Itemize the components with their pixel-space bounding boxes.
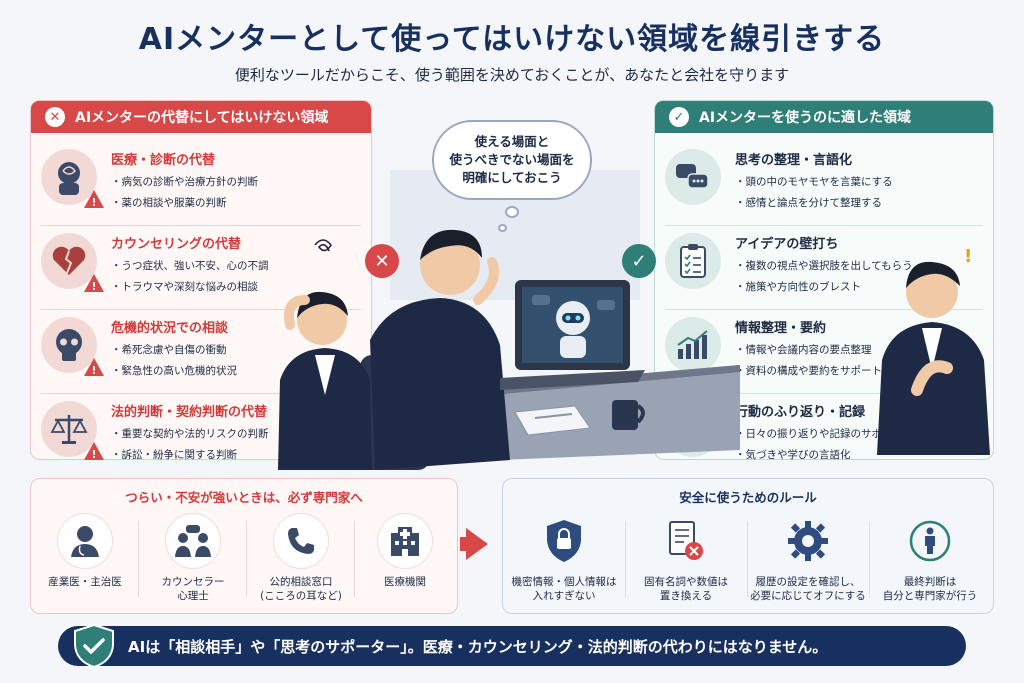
x-mark-icon: ✕: [365, 244, 399, 278]
shield-lock-icon: [536, 513, 592, 569]
clipboard-checklist-icon: [665, 233, 721, 289]
item-line: 情報や会議内容の要点整理: [735, 342, 882, 357]
svg-text:!: !: [91, 364, 96, 377]
item-line: 訴訟・紛争に関する判断: [111, 447, 269, 462]
expert-label: 医療機関: [384, 576, 426, 588]
rule-label: 最終判断は 自分と専門家が行う: [882, 576, 978, 603]
bubble-tail-dot: [498, 224, 507, 232]
item-line: 複数の視点や選択肢を出してもらう: [735, 258, 913, 273]
speech-bubbles-icon: [665, 149, 721, 205]
bubble-line: 使える場面と: [474, 133, 550, 149]
item-title: カウンセリングの代替: [111, 237, 242, 252]
experts-box: つらい・不安が強いときは、必ず専門家へ 産業医・主治医 カウンセラー 心理士 公…: [30, 478, 458, 614]
item-title: 危機的状況での相談: [111, 321, 229, 336]
prohibited-item-legal: ! 法的判断・契約判断の代替 重要な契約や法的リスクの判断 訴訟・紛争に関する判…: [31, 397, 371, 477]
prohibited-item-counseling: ! カウンセリングの代替 うつ症状、強い不安、心の不調 トラウマや深刻な悩みの相…: [31, 229, 371, 309]
item-line: 気づきや学びの言語化: [735, 447, 903, 462]
item-line: トラウマや深刻な悩みの相談: [111, 279, 269, 294]
page-title: AIメンターとして使ってはいけない領域を線引きする: [138, 22, 886, 57]
gear-icon: [780, 513, 836, 569]
prohibited-areas-panel: ✕ AIメンターの代替にしてはいけない領域 ! 医療・診断の代替 病気の診断や治…: [30, 100, 372, 461]
item-line: 希死念慮や自傷の衝動: [111, 342, 237, 357]
check-mark-icon: ✓: [622, 244, 656, 278]
expert-hotline: 公的相談窓口 (こころの耳など): [249, 513, 353, 607]
item-title: 法的判断・契約判断の代替: [111, 405, 268, 420]
bubble-tail-dot: [505, 206, 519, 218]
item-line: 緊急性の高い危機的状況: [111, 363, 238, 378]
experts-title: つらい・不安が強いときは、必ず専門家へ: [125, 490, 363, 505]
rule-label: 機密情報・個人情報は 入れすぎない: [511, 576, 617, 603]
suitable-panel-title: AIメンターを使うのに適した領域: [699, 110, 912, 126]
person-icon: [902, 513, 958, 569]
page-subtitle: 便利なツールだからこそ、使う範囲を決めておくことが、あなたと会社を守ります: [234, 66, 790, 84]
shield-check-icon: [74, 623, 114, 669]
warning-icon: !: [84, 274, 104, 293]
prohibited-item-crisis: ! 危機的状況での相談 希死念慮や自傷の衝動 緊急性の高い危機的状況: [31, 313, 371, 393]
phone-icon: [273, 513, 329, 569]
growth-chart-icon: [665, 317, 721, 373]
arrow-tail: [460, 537, 468, 551]
skull-icon: !: [41, 317, 104, 377]
speech-bubble: 使える場面と 使うべきでない場面を 明確にしておこう: [432, 120, 592, 200]
item-title: 思考の整理・言語化: [735, 153, 853, 168]
item-title: 医療・診断の代替: [111, 153, 216, 168]
item-line: 日々の振り返りや記録のサポート: [735, 426, 904, 441]
footer-banner: AIは「相談相手」や「思考のサポーター」。医療・カウンセリング・法的判断の代わり…: [58, 626, 966, 666]
check-icon: ✓: [669, 107, 689, 127]
item-line: 薬の相談や服薬の判断: [111, 195, 258, 210]
brain-head-icon: !: [41, 149, 104, 209]
counselor-icon: [165, 513, 221, 569]
suitable-item-thinking: 思考の整理・言語化 頭の中のモヤモヤを言葉にする 感情と論点を分けて整理する: [655, 145, 993, 225]
prohibited-item-medical: ! 医療・診断の代替 病気の診断や治療方針の判断 薬の相談や服薬の判断: [31, 145, 371, 225]
footer-text: AIは「相談相手」や「思考のサポーター」。医療・カウンセリング・法的判断の代わり…: [128, 637, 828, 656]
item-title: 情報整理・要約: [735, 321, 827, 336]
x-icon: ✕: [45, 107, 65, 127]
document-x-icon: [658, 513, 714, 569]
scales-icon: !: [41, 401, 104, 461]
expert-doctor: 産業医・主治医: [33, 513, 137, 607]
item-title: 行動のふり返り・記録: [735, 405, 866, 420]
expert-label: カウンセラー 心理士: [161, 576, 225, 603]
warning-icon: !: [84, 358, 104, 377]
broken-heart-icon: !: [41, 233, 104, 293]
prohibited-panel-header: ✕ AIメンターの代替にしてはいけない領域: [31, 101, 371, 133]
svg-text:!: !: [91, 280, 96, 293]
rule-replace: 固有名詞や数値は 置き換える: [627, 513, 745, 607]
confident-man-illustration: !: [877, 246, 990, 455]
item-line: 感情と論点を分けて整理する: [735, 195, 893, 210]
warning-icon: !: [84, 190, 104, 209]
bubble-line: 使うべきでない場面を: [449, 151, 575, 167]
item-line: 資料の構成や要約をサポート: [735, 363, 883, 378]
warning-icon: !: [84, 442, 104, 461]
rule-final-decision: 最終判断は 自分と専門家が行う: [871, 513, 989, 607]
rule-confidential: 機密情報・個人情報は 入れすぎない: [505, 513, 623, 607]
rules-title: 安全に使うためのルール: [679, 490, 817, 505]
item-line: うつ症状、強い不安、心の不調: [111, 258, 269, 273]
bubble-line: 明確にしておこう: [462, 170, 562, 186]
doctor-icon: [57, 513, 113, 569]
rule-label: 履歴の設定を確認し、 必要に応じてオフにする: [750, 576, 866, 603]
safety-rules-box: 安全に使うためのルール 機密情報・個人情報は 入れすぎない 固有名詞や数値は 置…: [502, 478, 994, 614]
rule-history: 履歴の設定を確認し、 必要に応じてオフにする: [749, 513, 867, 607]
suitable-panel-header: ✓ AIメンターを使うのに適した領域: [655, 101, 993, 133]
expert-hospital: 医療機関: [353, 513, 457, 607]
prohibited-panel-title: AIメンターの代替にしてはいけない領域: [75, 110, 329, 126]
expert-label: 公的相談窓口 (こころの耳など): [260, 576, 342, 603]
item-line: 施策や方向性のブレスト: [735, 279, 913, 294]
expert-counselor: カウンセラー 心理士: [141, 513, 245, 607]
item-line: 重要な契約や法的リスクの判断: [111, 426, 269, 441]
item-line: 頭の中のモヤモヤを言葉にする: [735, 174, 893, 189]
expert-label: 産業医・主治医: [48, 576, 122, 588]
item-line: 病気の診断や治療方針の判断: [111, 174, 259, 189]
hospital-icon: [377, 513, 433, 569]
svg-text:!: !: [91, 448, 96, 461]
rule-label: 固有名詞や数値は 置き換える: [644, 576, 728, 603]
item-title: アイデアの壁打ち: [735, 237, 839, 252]
right-arrow-icon: [466, 528, 488, 560]
office-scene-illustration: [278, 170, 740, 470]
svg-text:!: !: [91, 196, 96, 209]
suitable-item-ideas: アイデアの壁打ち 複数の視点や選択肢を出してもらう 施策や方向性のブレスト: [655, 229, 993, 309]
svg-text:!: !: [964, 246, 972, 267]
suitable-item-summary: 情報整理・要約 情報や会議内容の要点整理 資料の構成や要約をサポート: [655, 313, 993, 393]
